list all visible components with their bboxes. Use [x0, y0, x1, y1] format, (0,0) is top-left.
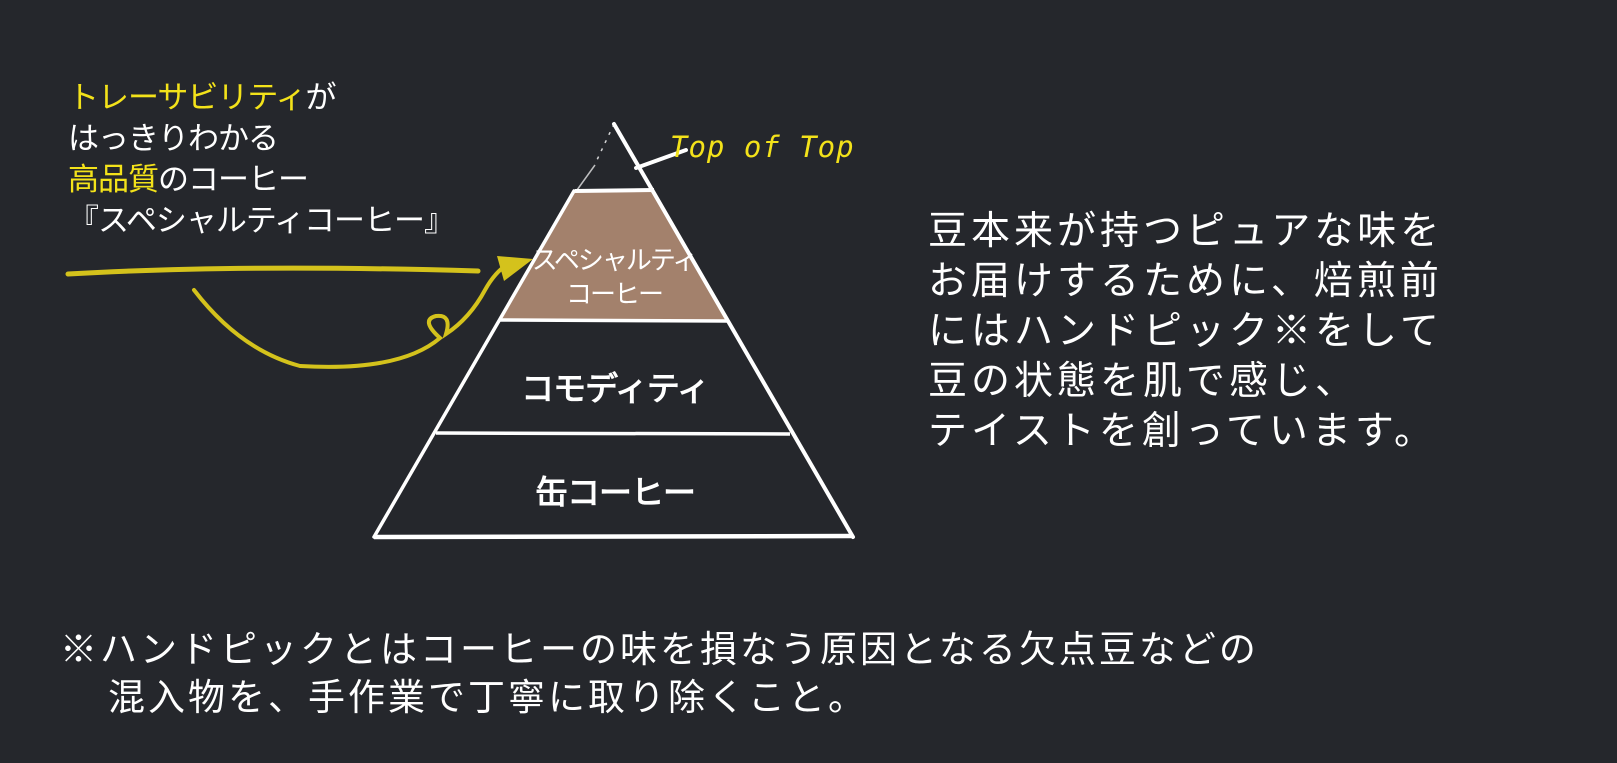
top-of-top-label: Top of Top — [670, 130, 855, 164]
curved-arrow-stroke — [192, 262, 510, 369]
callout-line-1: トレーサビリティが — [68, 80, 337, 116]
description-line: 豆本来が持つピュアな味を — [928, 209, 1444, 254]
tier-divider-1 — [574, 188, 655, 193]
pyramid-right-edge — [612, 122, 855, 539]
tier-divider-3 — [435, 431, 791, 436]
pyramid-left-edge-mid — [576, 164, 596, 191]
pyramid-base — [373, 533, 854, 540]
footnote-line-2: 混入物を、手作業で丁寧に取り除くこと。 — [108, 676, 868, 719]
description-text: 豆本来が持つピュアな味を お届けするために、焙煎前 にはハンドピック※をして 豆… — [928, 207, 1443, 457]
callout-text: トレーサビリティが はっきりわかる 高品質のコーヒー 『スペシャルティコーヒー』 — [68, 78, 455, 242]
description-line: 豆の状態を肌で感じ、 — [928, 359, 1359, 404]
arrow-head-icon — [497, 256, 533, 281]
callout-line-2: はっきりわかる — [68, 121, 279, 157]
pyramid-left-edge-top — [595, 123, 615, 163]
footnote: ※ハンドピックとはコーヒーの味を損なう原因となる欠点豆などの 混入物を、手作業で… — [60, 626, 1259, 722]
tier-divider-2 — [498, 318, 730, 323]
pyramid-left-edge — [372, 189, 576, 539]
tier-label-canned: 缶コーヒー — [535, 473, 696, 512]
description-line: お届けするために、焙煎前 — [928, 259, 1443, 304]
tier-label-specialty: スペシャルティ コーヒー — [531, 246, 699, 310]
description-line: にはハンドピック※をして — [928, 309, 1443, 354]
top-of-top-pointer — [634, 148, 688, 170]
callout-line-3: 高品質のコーヒー — [68, 162, 309, 198]
description-line: テイストを創っています。 — [928, 409, 1437, 454]
tier-label-commodity: コモディティ — [521, 369, 710, 408]
callout-underline — [65, 265, 481, 277]
footnote-line-1: ※ハンドピックとはコーヒーの味を損なう原因となる欠点豆などの — [60, 628, 1259, 671]
callout-line-4: 『スペシャルティコーヒー』 — [68, 203, 455, 239]
